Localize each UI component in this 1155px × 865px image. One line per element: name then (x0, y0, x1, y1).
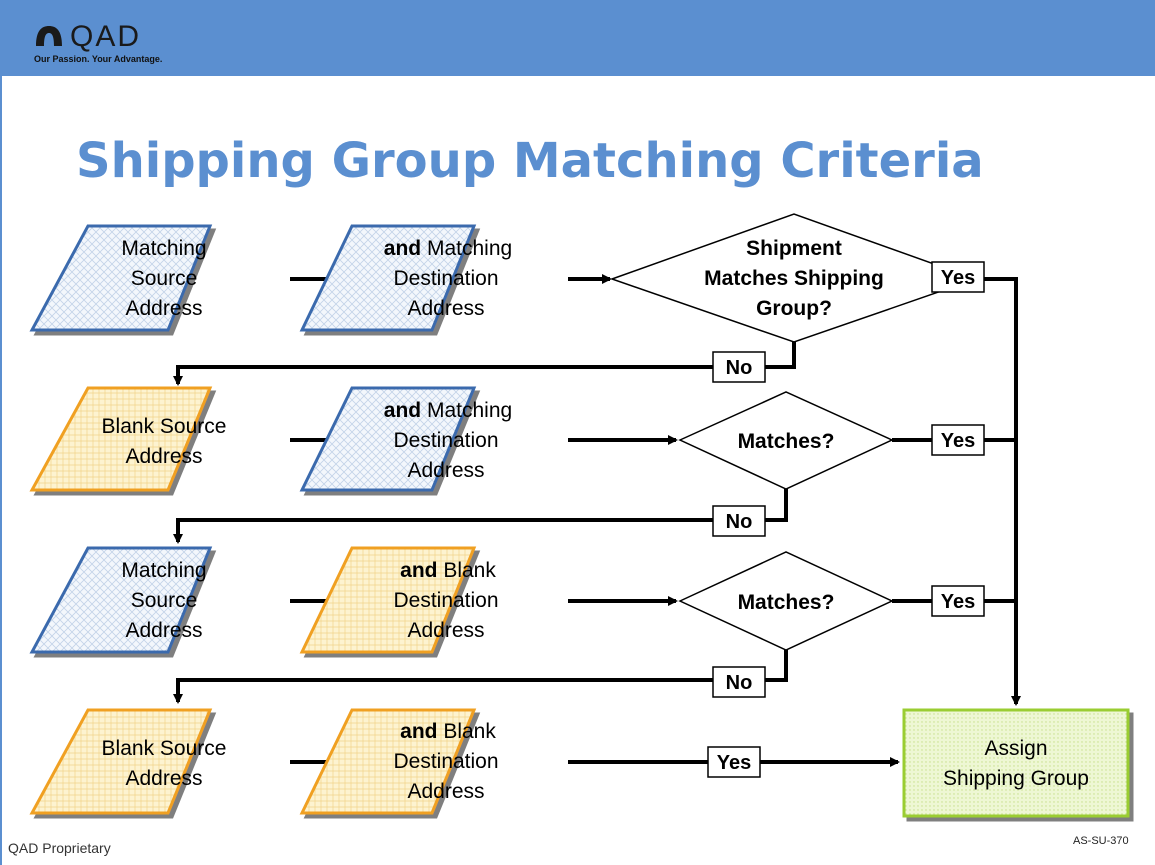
row1-yes-box (931, 261, 985, 293)
row1-no-path (173, 342, 796, 386)
row1-decision-line3: Group? (756, 297, 832, 320)
row1-destination-line3: Address (407, 297, 484, 320)
row1-destination-line1: and Matching (384, 237, 512, 260)
row2-decision-label: Matches? (738, 430, 835, 453)
row4-source-line1: Blank Source (102, 737, 227, 760)
row3-destination-line2: Destination (393, 589, 498, 612)
row4-yes-label: Yes (717, 752, 751, 774)
row3-no-label: No (726, 672, 753, 694)
row1-decision-line2: Matches Shipping (704, 267, 884, 290)
footer-slide-id: AS-SU-370 (1073, 835, 1129, 847)
row2-destination-shape (299, 386, 477, 492)
row1-no-label: No (726, 357, 753, 379)
qad-logo-icon (36, 26, 62, 46)
result-line1: Assign (984, 737, 1047, 760)
row3-source-line1: Matching (121, 559, 206, 582)
row4-source-line2: Address (125, 767, 202, 790)
row1-source-line2: Source (131, 267, 198, 290)
row2-destination-line1: and Matching (384, 399, 512, 422)
frame-left-border (0, 76, 2, 865)
row2-destination-line3: Address (407, 459, 484, 482)
row3-no-path (173, 650, 788, 704)
row4-destination-line2: Destination (393, 750, 498, 773)
row1-no-box (712, 351, 766, 383)
logo-tagline: Our Passion. Your Advantage. (34, 54, 163, 64)
page-title: Shipping Group Matching Criteria (76, 133, 984, 189)
row4-destination-line3: Address (407, 780, 484, 803)
row3-destination-shape (299, 546, 477, 654)
row2-destination-line2: Destination (393, 429, 498, 452)
row3-no-box (712, 666, 766, 698)
qad-logo: QAD Our Passion. Your Advantage. (34, 20, 194, 72)
row4-destination-line1: and Blank (400, 720, 496, 743)
row2-source-line1: Blank Source (102, 415, 227, 438)
row4-source-shape (29, 708, 213, 815)
row4-yes-box (707, 746, 761, 778)
row1-source-line1: Matching (121, 237, 206, 260)
row3-source-line3: Address (125, 619, 202, 642)
logo-text: QAD (70, 20, 142, 53)
row2-no-box (712, 505, 766, 537)
row3-yes-label: Yes (941, 591, 975, 613)
row1-source-line3: Address (125, 297, 202, 320)
row3-decision-label: Matches? (738, 591, 835, 614)
row2-no-path (173, 489, 788, 544)
row3-destination-line3: Address (407, 619, 484, 642)
result-line2: Shipping Group (943, 767, 1089, 790)
header-bar (0, 0, 1155, 76)
row3-source-line2: Source (131, 589, 198, 612)
row3-source-shape (29, 546, 213, 654)
result-box (902, 708, 1130, 818)
row3-yes-box (931, 585, 985, 617)
footer-proprietary: QAD Proprietary (8, 840, 111, 856)
row1-destination-line2: Destination (393, 267, 498, 290)
row2-source-line2: Address (125, 445, 202, 468)
row1-yes-label: Yes (941, 267, 975, 289)
row2-source-shape (29, 386, 213, 492)
row1-destination-shape (299, 224, 477, 332)
row2-yes-label: Yes (941, 430, 975, 452)
row3-destination-line1: and Blank (400, 559, 496, 582)
row4-destination-shape (299, 708, 477, 815)
row2-no-label: No (726, 511, 753, 533)
row1-decision-line1: Shipment (746, 237, 842, 260)
row1-source-shape (29, 224, 213, 332)
